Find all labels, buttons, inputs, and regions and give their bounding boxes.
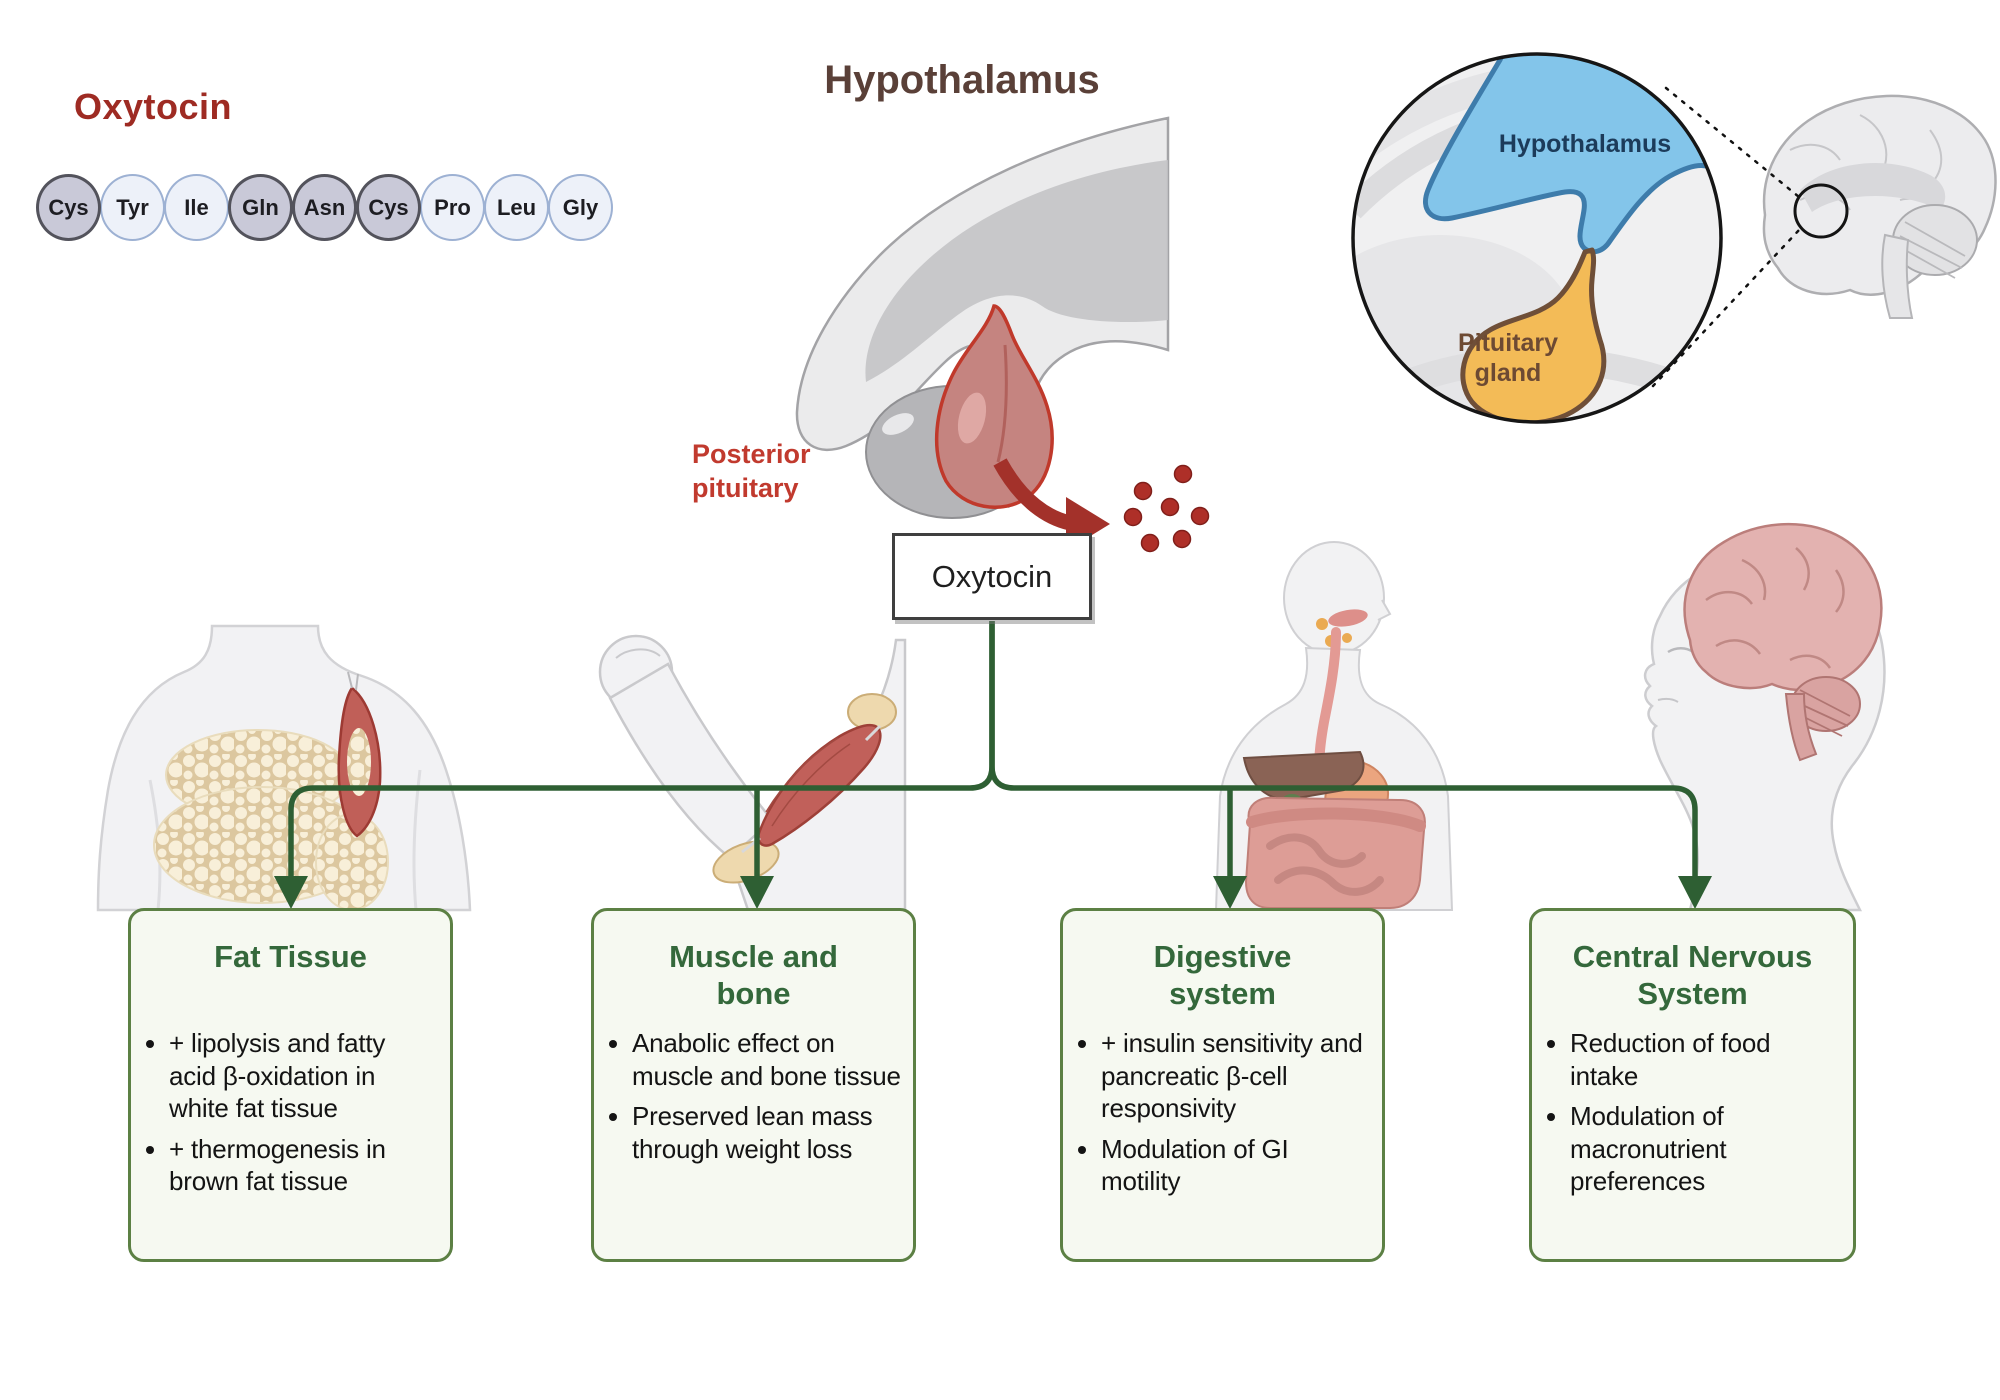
arrowhead-fat	[274, 876, 308, 909]
residue-gly: Gly	[548, 174, 613, 241]
arrowhead-digestive	[1213, 876, 1247, 909]
muscle-bone-title: Muscle and bone	[669, 939, 838, 1011]
inset-pituitary-label-line2: gland	[1474, 359, 1542, 387]
posterior-label-line1: Posterior	[692, 439, 811, 469]
hypothalamus-title: Hypothalamus	[824, 58, 1100, 102]
oxytocin-molecules	[1123, 464, 1210, 553]
inset-pituitary-label-line1: Pituitary	[1457, 329, 1559, 357]
amino-acid-chain: Cys Tyr Ile Gln Asn Cys Pro Leu Gly	[36, 174, 613, 241]
bullet: Modulation of macronutrient preferences	[1570, 1100, 1841, 1198]
magnifier-lines	[1651, 86, 1849, 388]
bullet: + insulin sensitivity and pancreatic β-c…	[1101, 1027, 1370, 1125]
central-nervous-system-bullets: Reduction of food intake Modulation of m…	[1544, 1027, 1841, 1198]
inset-pituitary-region	[1460, 247, 1607, 422]
head-brain-illustration	[1643, 523, 1886, 912]
hypothalamus-pituitary-illustration	[795, 116, 1170, 519]
residue-tyr: Tyr	[100, 174, 165, 241]
residue-leu: Leu	[484, 174, 549, 241]
inset-pituitary-label: Pituitary gland	[1433, 328, 1583, 388]
connector-tree	[274, 621, 1712, 909]
digestive-system-bullets: + insulin sensitivity and pancreatic β-c…	[1075, 1027, 1370, 1198]
bullet: Reduction of food intake	[1570, 1027, 1841, 1092]
fat-tissue-title: Fat Tissue	[214, 939, 367, 974]
bullet: Preserved lean mass through weight loss	[632, 1100, 901, 1165]
residue-gln: Gln	[228, 174, 293, 241]
arrowhead-cns	[1678, 876, 1712, 909]
inset-hypothalamus-label: Hypothalamus	[1498, 130, 1672, 158]
central-nervous-system-box: Central Nervous System Reduction of food…	[1529, 908, 1856, 1262]
oxytocin-hormone-box: Oxytocin	[892, 533, 1092, 620]
residue-pro: Pro	[420, 174, 485, 241]
digestive-system-box: Digestive system + insulin sensitivity a…	[1060, 908, 1385, 1262]
bullet: + thermogenesis in brown fat tissue	[169, 1133, 438, 1198]
fat-tissue-bullets: + lipolysis and fatty acid β-oxidation i…	[143, 1027, 438, 1198]
arrowhead-muscle	[740, 876, 774, 909]
digestive-body-illustration	[1214, 541, 1454, 911]
bullet: Anabolic effect on muscle and bone tissu…	[632, 1027, 901, 1092]
bullet: Modulation of GI motility	[1101, 1133, 1370, 1198]
posterior-label-line2: pituitary	[692, 472, 799, 503]
sagittal-brain-thumbnail	[1762, 94, 1997, 319]
digestive-system-title: Digestive system	[1153, 939, 1292, 1011]
muscle-arm-illustration	[598, 634, 907, 912]
central-nervous-system-title: Central Nervous System	[1572, 939, 1813, 1011]
fat-tissue-box: Fat Tissue + lipolysis and fatty acid β-…	[128, 908, 453, 1262]
posterior-pituitary-label: Posterior pituitary	[692, 438, 811, 506]
residue-asn: Asn	[292, 174, 357, 241]
residue-cys-1: Cys	[36, 174, 101, 241]
bullet: + lipolysis and fatty acid β-oxidation i…	[169, 1027, 438, 1125]
muscle-bone-bullets: Anabolic effect on muscle and bone tissu…	[606, 1027, 901, 1165]
fat-body-illustration	[96, 624, 472, 912]
residue-ile: Ile	[164, 174, 229, 241]
residue-cys-2: Cys	[356, 174, 421, 241]
peptide-title: Oxytocin	[74, 86, 233, 127]
muscle-bone-box: Muscle and bone Anabolic effect on muscl…	[591, 908, 916, 1262]
